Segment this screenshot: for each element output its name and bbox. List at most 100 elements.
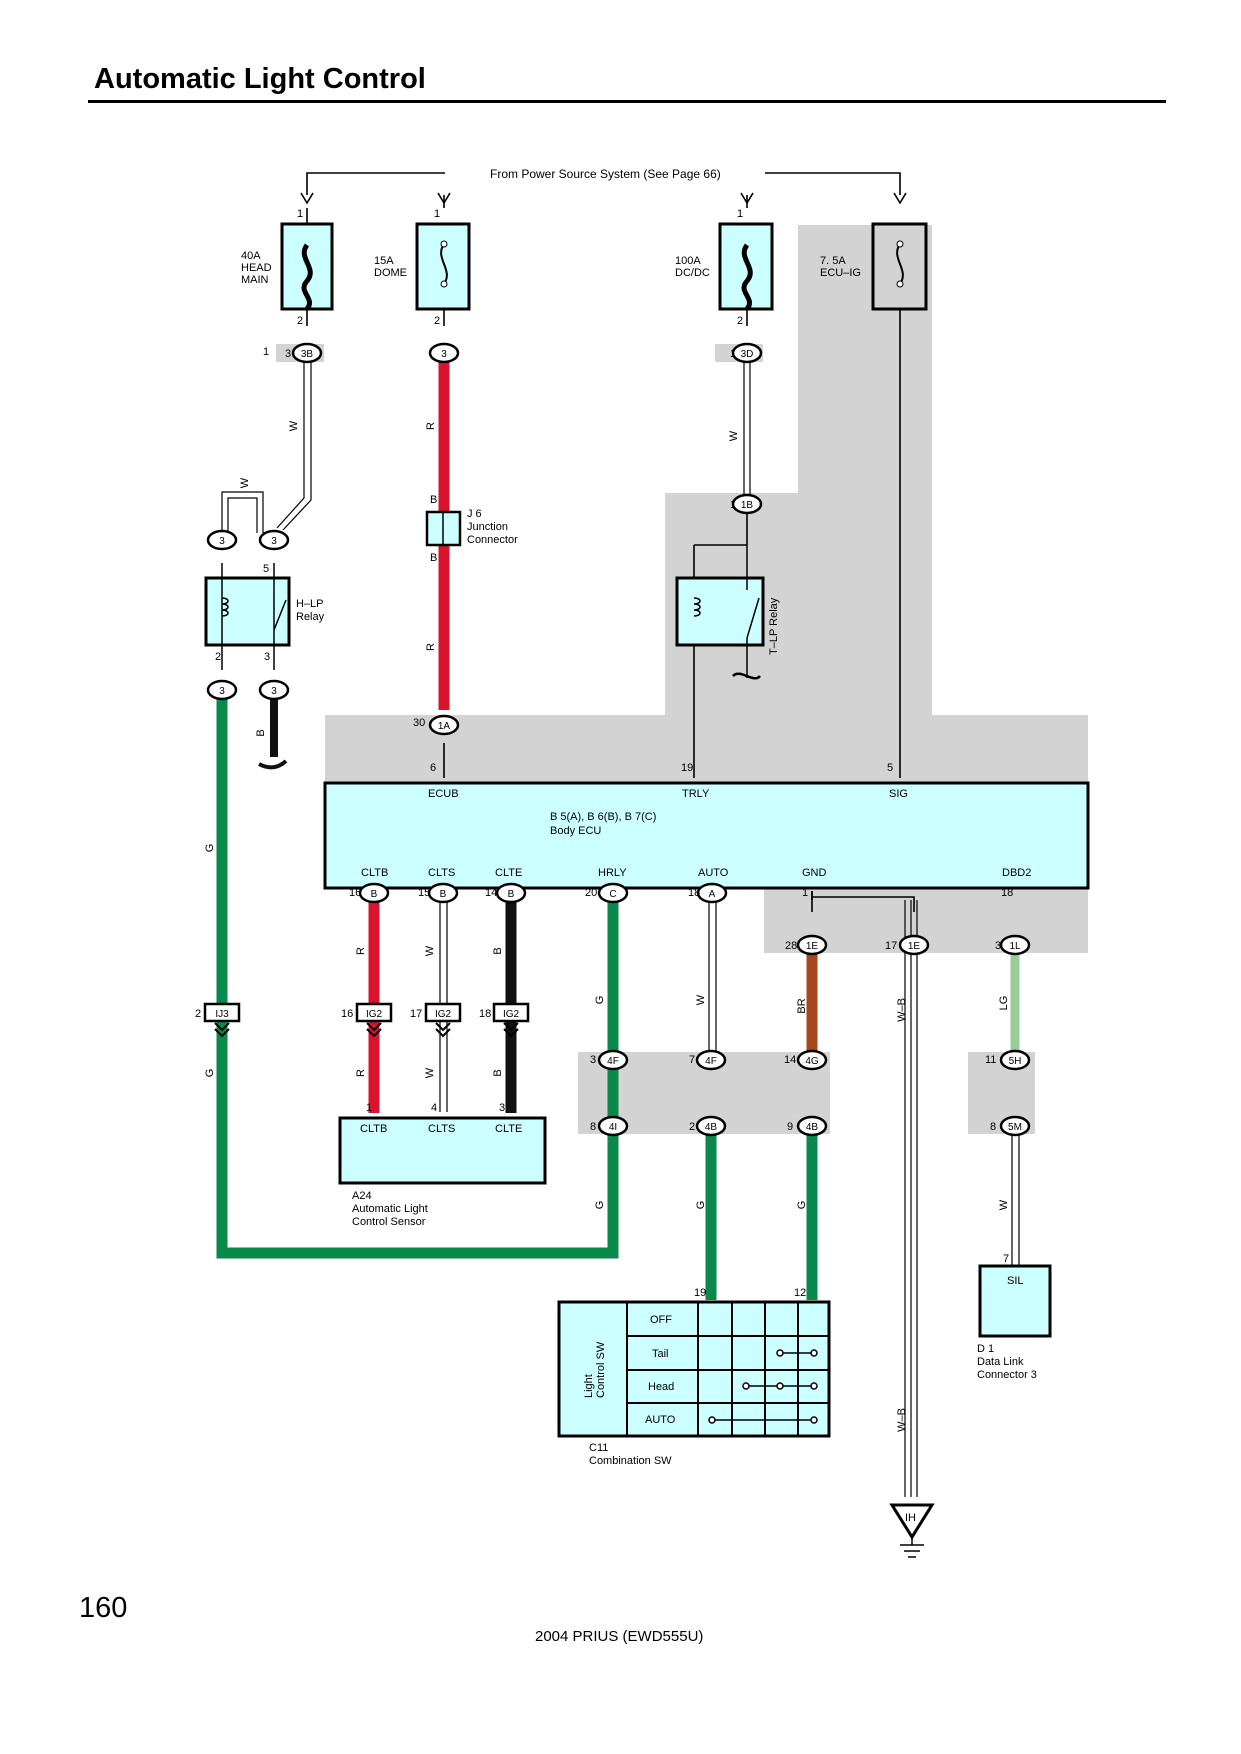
svg-text:Combination SW: Combination SW	[589, 1455, 672, 1467]
connector-4b: 4B	[796, 1115, 828, 1137]
svg-text:HRLY: HRLY	[598, 867, 627, 879]
pin-number: 3	[995, 940, 1001, 952]
pin-number: B	[430, 494, 437, 506]
connector-1a: 1A	[428, 714, 460, 736]
wire-color-label: W	[998, 1199, 1010, 1210]
connector-a: A	[696, 882, 728, 904]
svg-text:1L: 1L	[1009, 941, 1021, 952]
wire-color-label: W	[728, 430, 740, 441]
pin-number: B	[430, 552, 437, 564]
svg-text:B 5(A), B 6(B), B 7(C): B 5(A), B 6(B), B 7(C)	[550, 811, 656, 823]
wire-color-label: R	[425, 643, 437, 651]
svg-text:3: 3	[271, 536, 277, 547]
svg-text:IJ3: IJ3	[215, 1009, 229, 1020]
svg-text:1: 1	[737, 208, 743, 220]
pin-number: 5	[887, 762, 893, 774]
pin-number: 17	[410, 1008, 422, 1020]
svg-text:B: B	[371, 889, 378, 900]
shaded-areas	[276, 225, 1088, 1134]
fuse-ecu-ig	[871, 222, 928, 311]
svg-text:2: 2	[297, 315, 303, 327]
pin-number: 18	[688, 887, 700, 899]
svg-text:4F: 4F	[607, 1056, 619, 1067]
svg-text:OFF: OFF	[650, 1314, 672, 1326]
connector-3d: 3D	[731, 342, 763, 364]
wire-color-label: W	[424, 1067, 436, 1078]
connector-3: 3	[258, 679, 290, 701]
pin-number: 19	[681, 762, 693, 774]
svg-text:CLTE: CLTE	[495, 1123, 522, 1135]
pin-number: 1	[730, 499, 736, 511]
svg-text:CLTS: CLTS	[428, 1123, 455, 1135]
wire-color-label: G	[594, 1201, 606, 1210]
dlc-text: SIL D 1 Data Link Connector 3	[977, 1275, 1037, 1381]
junction-name1: Junction	[467, 521, 508, 533]
wire-color-label: B	[492, 947, 504, 954]
pin-number: 2	[689, 1121, 695, 1133]
pin-number: 28	[785, 940, 797, 952]
pin-number: 3	[285, 348, 291, 360]
connector-ig2: IG2	[355, 1002, 393, 1038]
wire-color-label: W	[239, 477, 251, 488]
svg-text:Body ECU: Body ECU	[550, 825, 601, 837]
page-title: Automatic Light Control	[94, 63, 426, 95]
svg-text:4B: 4B	[806, 1122, 819, 1133]
pin-number: 16	[341, 1008, 353, 1020]
white-wires	[221, 362, 1020, 1497]
svg-text:D 1: D 1	[977, 1343, 994, 1355]
connector-b: B	[495, 882, 527, 904]
fuse-head-main	[280, 208, 334, 311]
svg-text:Connector 3: Connector 3	[977, 1369, 1037, 1381]
footer-text: 2004 PRIUS (EWD555U)	[535, 1628, 703, 1645]
svg-text:1E: 1E	[908, 941, 921, 952]
pin-number: 7	[689, 1054, 695, 1066]
connector-3: 3	[206, 529, 238, 551]
fuse-dc-dc-rating: 100A	[675, 255, 701, 267]
svg-text:IG2: IG2	[366, 1009, 383, 1020]
fuse-dome-name: DOME	[374, 267, 407, 279]
wire-color-label: R	[355, 1069, 367, 1077]
pin-number: 7	[1003, 1253, 1009, 1265]
svg-text:IG2: IG2	[503, 1009, 520, 1020]
pin-number: 14	[784, 1054, 796, 1066]
svg-text:IG2: IG2	[435, 1009, 452, 1020]
pin-number: 2	[215, 651, 221, 663]
fuse-head-main-rating: 40A	[241, 250, 261, 262]
wire-color-label: G	[796, 1201, 808, 1210]
wire-color-label: W	[288, 420, 300, 431]
connector-1e: 1E	[796, 934, 828, 956]
switch-text: OFF Tail Head AUTO Light Control SW C11 …	[583, 1314, 676, 1467]
h-lp-relay-sub: Relay	[296, 611, 325, 623]
svg-text:1: 1	[434, 208, 440, 220]
fuse-head-main-name2: MAIN	[241, 274, 269, 286]
connector-4f: 4F	[597, 1049, 629, 1071]
connector-4f: 4F	[695, 1049, 727, 1071]
connector-3: 3	[206, 679, 238, 701]
svg-text:CLTB: CLTB	[361, 867, 388, 879]
t-lp-relay-name: T–LP Relay	[768, 597, 780, 655]
connector-1l: 1L	[999, 934, 1031, 956]
wire-color-label: G	[204, 1069, 216, 1078]
connector-1b: 1B	[731, 493, 763, 515]
fuse-ecu-ig-rating: 7. 5A	[820, 255, 846, 267]
connector-3b: 3B	[291, 342, 323, 364]
pin-number: 4	[431, 1102, 437, 1114]
body-ecu	[323, 781, 1090, 890]
svg-text:Head: Head	[648, 1381, 674, 1393]
svg-text:2: 2	[434, 315, 440, 327]
wire-color-label: BR	[796, 998, 808, 1013]
svg-text:CLTB: CLTB	[360, 1123, 387, 1135]
svg-text:3: 3	[441, 349, 447, 360]
pin-number: 6	[430, 762, 436, 774]
feed-arrows	[300, 192, 907, 205]
pin-number: 11	[985, 1054, 996, 1066]
svg-text:Tail: Tail	[652, 1348, 669, 1360]
sensor-text: CLTB CLTS CLTE A24 Automatic Light Contr…	[352, 1123, 522, 1228]
svg-text:4G: 4G	[805, 1056, 819, 1067]
connector-5m: 5M	[999, 1115, 1031, 1137]
wire-color-label: G	[204, 844, 216, 853]
pin-number: 1	[730, 348, 736, 360]
svg-text:AUTO: AUTO	[645, 1414, 676, 1426]
